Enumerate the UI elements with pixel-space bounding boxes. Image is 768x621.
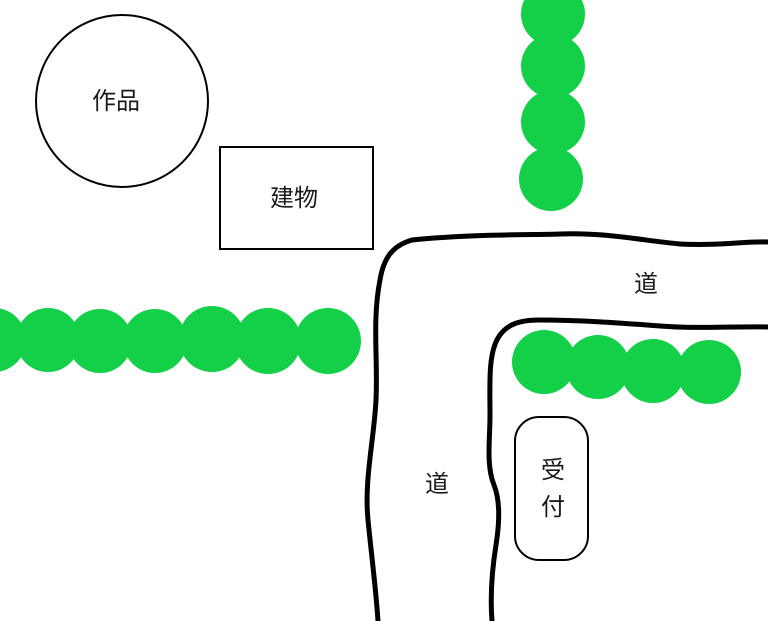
road-inner-edge bbox=[486, 317, 768, 621]
tree-icon bbox=[179, 306, 245, 372]
building-label: 建物 bbox=[270, 184, 318, 212]
tree-icon bbox=[677, 340, 741, 404]
reception-label-line1: 受 bbox=[541, 456, 565, 484]
tree-icon bbox=[521, 0, 585, 46]
artwork-circle bbox=[35, 14, 209, 188]
road-label-left: 道 bbox=[425, 470, 449, 498]
tree-icon bbox=[621, 339, 685, 403]
tree-icon bbox=[566, 335, 630, 399]
reception-label: 受 付 bbox=[538, 452, 568, 526]
tree-icon bbox=[521, 90, 585, 154]
tree-icon bbox=[521, 34, 585, 98]
artwork-label: 作品 bbox=[92, 87, 140, 115]
tree-row-reception bbox=[512, 330, 741, 404]
road-label-top: 道 bbox=[634, 270, 658, 298]
tree-icon bbox=[123, 309, 187, 373]
tree-row-top bbox=[519, 0, 585, 211]
tree-icon bbox=[295, 308, 361, 374]
tree-icon bbox=[68, 309, 132, 373]
tree-icon bbox=[16, 308, 80, 372]
building-rect bbox=[219, 146, 374, 250]
tree-icon bbox=[0, 308, 26, 372]
tree-icon bbox=[512, 330, 576, 394]
reception-label-line2: 付 bbox=[541, 493, 565, 522]
tree-row-left bbox=[0, 306, 361, 374]
tree-icon bbox=[519, 147, 583, 211]
reception-box bbox=[514, 416, 589, 561]
tree-icon bbox=[235, 308, 301, 374]
road-outer-edge bbox=[364, 231, 768, 621]
